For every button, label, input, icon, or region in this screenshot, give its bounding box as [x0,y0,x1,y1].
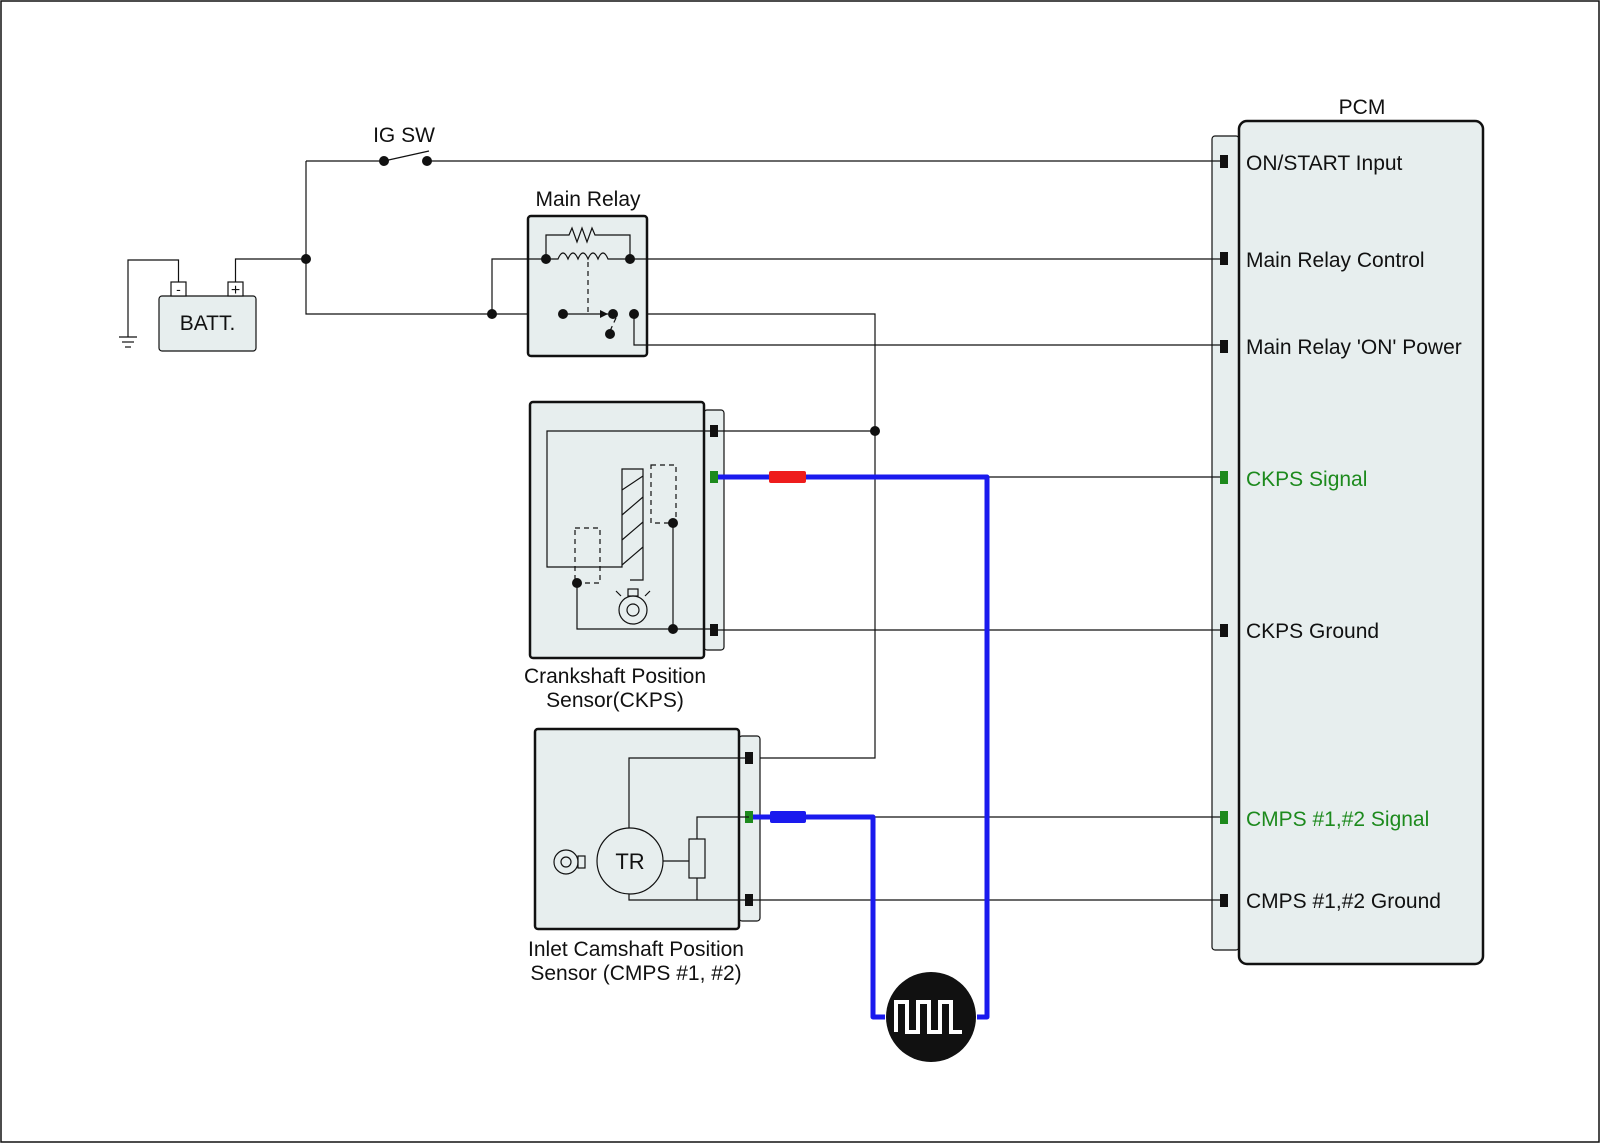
ckps-wiring [718,426,1220,631]
pin-terminal-cmps-ground [1220,894,1228,907]
cmps-probe-tip [770,811,806,823]
main-relay-body [526,214,649,358]
battery-body [158,295,257,352]
battery-plus-sign: + [231,282,240,299]
pin-label-on-start: ON/START Input [1246,152,1403,175]
main-relay-label: Main Relay [535,188,641,211]
ig-switch-blade [383,150,430,162]
ckps-magnet-dashed [650,464,677,524]
pcm-body [1237,119,1485,966]
pcm-label: PCM [1339,96,1386,119]
ckps-body [528,400,706,660]
coil-icon [546,252,630,261]
ig-switch-contact-left [379,156,389,166]
pin-terminal-cmps-signal [1220,811,1228,824]
ckps-label-line1: Crankshaft Position [524,665,706,688]
ckps-connector [703,409,725,651]
square-wave-icon [886,972,976,1062]
cmps-probe-lead [753,814,885,1020]
pin-label-cmps-ground: CMPS #1,#2 Ground [1246,890,1441,913]
pin-label-main-relay-control: Main Relay Control [1246,249,1425,272]
battery-feed-wiring: IG SW [234,124,1220,759]
pcm-pin-labels: ON/START Input Main Relay Control Main R… [1246,152,1462,913]
battery: - + BATT. [158,281,257,352]
battery-minus-sign: - [176,281,181,297]
pin-label-ckps-signal: CKPS Signal [1246,468,1367,491]
pin-label-main-relay-on-power: Main Relay 'ON' Power [1246,336,1462,359]
oscilloscope-probe-wiring [718,471,990,1020]
ig-switch-label: IG SW [373,124,435,147]
pcm-module: PCM [1211,96,1485,966]
cmps-label-line1: Inlet Camshaft Position [528,938,744,961]
ckps-pin-ground [710,624,718,636]
target-wheel-icon [615,588,651,625]
target-wheel-icon [553,849,586,875]
main-relay-wiring [487,258,1220,346]
pin-terminal-on-start [1220,155,1228,168]
pin-label-cmps-signal: CMPS #1,#2 Signal [1246,808,1429,831]
ckps-label-line2: Sensor(CKPS) [546,689,684,712]
ckps-probe-tip [769,471,806,483]
ig-switch-contact-right [422,156,432,166]
resistor-icon [545,226,631,259]
ckps-pickup-dashed [574,527,601,584]
pin-terminal-main-relay-on-power [1220,340,1228,353]
transistor-label: TR [615,849,644,874]
pcm-pin-terminals [1220,155,1228,907]
coil-icon [621,475,644,566]
main-relay: Main Relay [526,188,649,358]
pin-label-ckps-ground: CKPS Ground [1246,620,1379,643]
ckps-pin-signal [710,471,718,483]
ground-icon [119,259,180,348]
ckps-probe-lead [718,474,990,1020]
pin-terminal-ckps-signal [1220,471,1228,484]
camshaft-position-sensor: TR Inlet Camshaft Position Sensor (CMPS … [528,727,761,985]
battery-label: BATT. [180,312,236,335]
cmps-label-line2: Sensor (CMPS #1, #2) [530,962,741,985]
pin-terminal-ckps-ground [1220,624,1228,637]
crankshaft-position-sensor: Crankshaft Position Sensor(CKPS) [524,400,725,712]
pin-terminal-main-relay-control [1220,252,1228,265]
